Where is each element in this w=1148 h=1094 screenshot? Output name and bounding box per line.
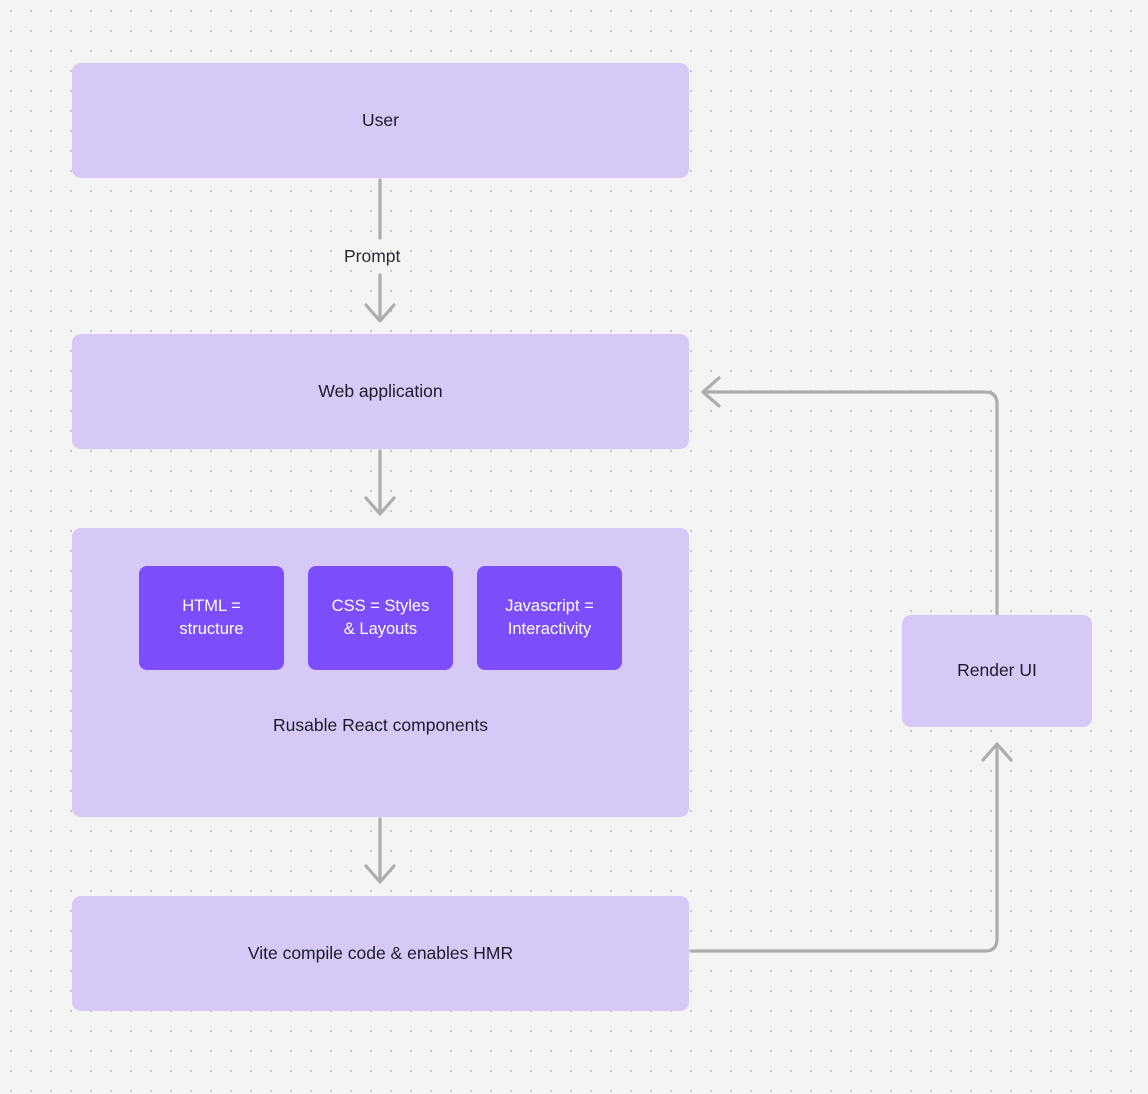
node-javascript[interactable]: Javascript = Interactivity [477,566,622,670]
node-html-label-line2: structure [179,620,244,638]
arrowhead-user-to-web [364,303,396,323]
node-css-label: CSS = Styles & Layouts [332,595,430,642]
node-components-group-caption: Rusable React components [273,715,488,735]
node-javascript-label-line2: Interactivity [507,620,592,638]
node-components-group[interactable]: HTML = structure CSS = Styles & Layouts … [72,528,689,817]
node-javascript-label: Javascript = Interactivity [505,595,594,642]
node-html-label: HTML = structure [179,595,243,642]
node-css[interactable]: CSS = Styles & Layouts [308,566,453,670]
node-html-label-line1: HTML = [182,596,241,615]
node-javascript-label-line1: Javascript = [505,596,594,615]
node-css-label-line2: & Layouts [343,620,418,638]
arrowhead-render-to-web [701,376,721,408]
node-user-label: User [362,109,399,130]
node-render-ui-label: Render UI [957,660,1037,681]
node-vite[interactable]: Vite compile code & enables HMR [72,896,689,1011]
inner-node-row: HTML = structure CSS = Styles & Layouts … [72,566,689,670]
edge-label-prompt: Prompt [344,246,400,267]
arrowhead-components-to-vite [364,864,396,884]
node-web-application[interactable]: Web application [72,334,689,449]
edge-render-to-web [705,390,999,616]
node-user[interactable]: User [72,63,689,178]
node-vite-label: Vite compile code & enables HMR [247,942,514,963]
arrowhead-web-to-components [364,496,396,516]
node-css-label-line1: CSS = Styles [331,596,430,615]
node-render-ui[interactable]: Render UI [902,615,1092,727]
node-html[interactable]: HTML = structure [139,566,284,670]
arrowhead-vite-to-render [981,742,1013,762]
node-web-application-label: Web application [318,380,443,401]
edge-vite-to-render [689,744,999,953]
edge-label-prompt-text: Prompt [344,246,401,266]
